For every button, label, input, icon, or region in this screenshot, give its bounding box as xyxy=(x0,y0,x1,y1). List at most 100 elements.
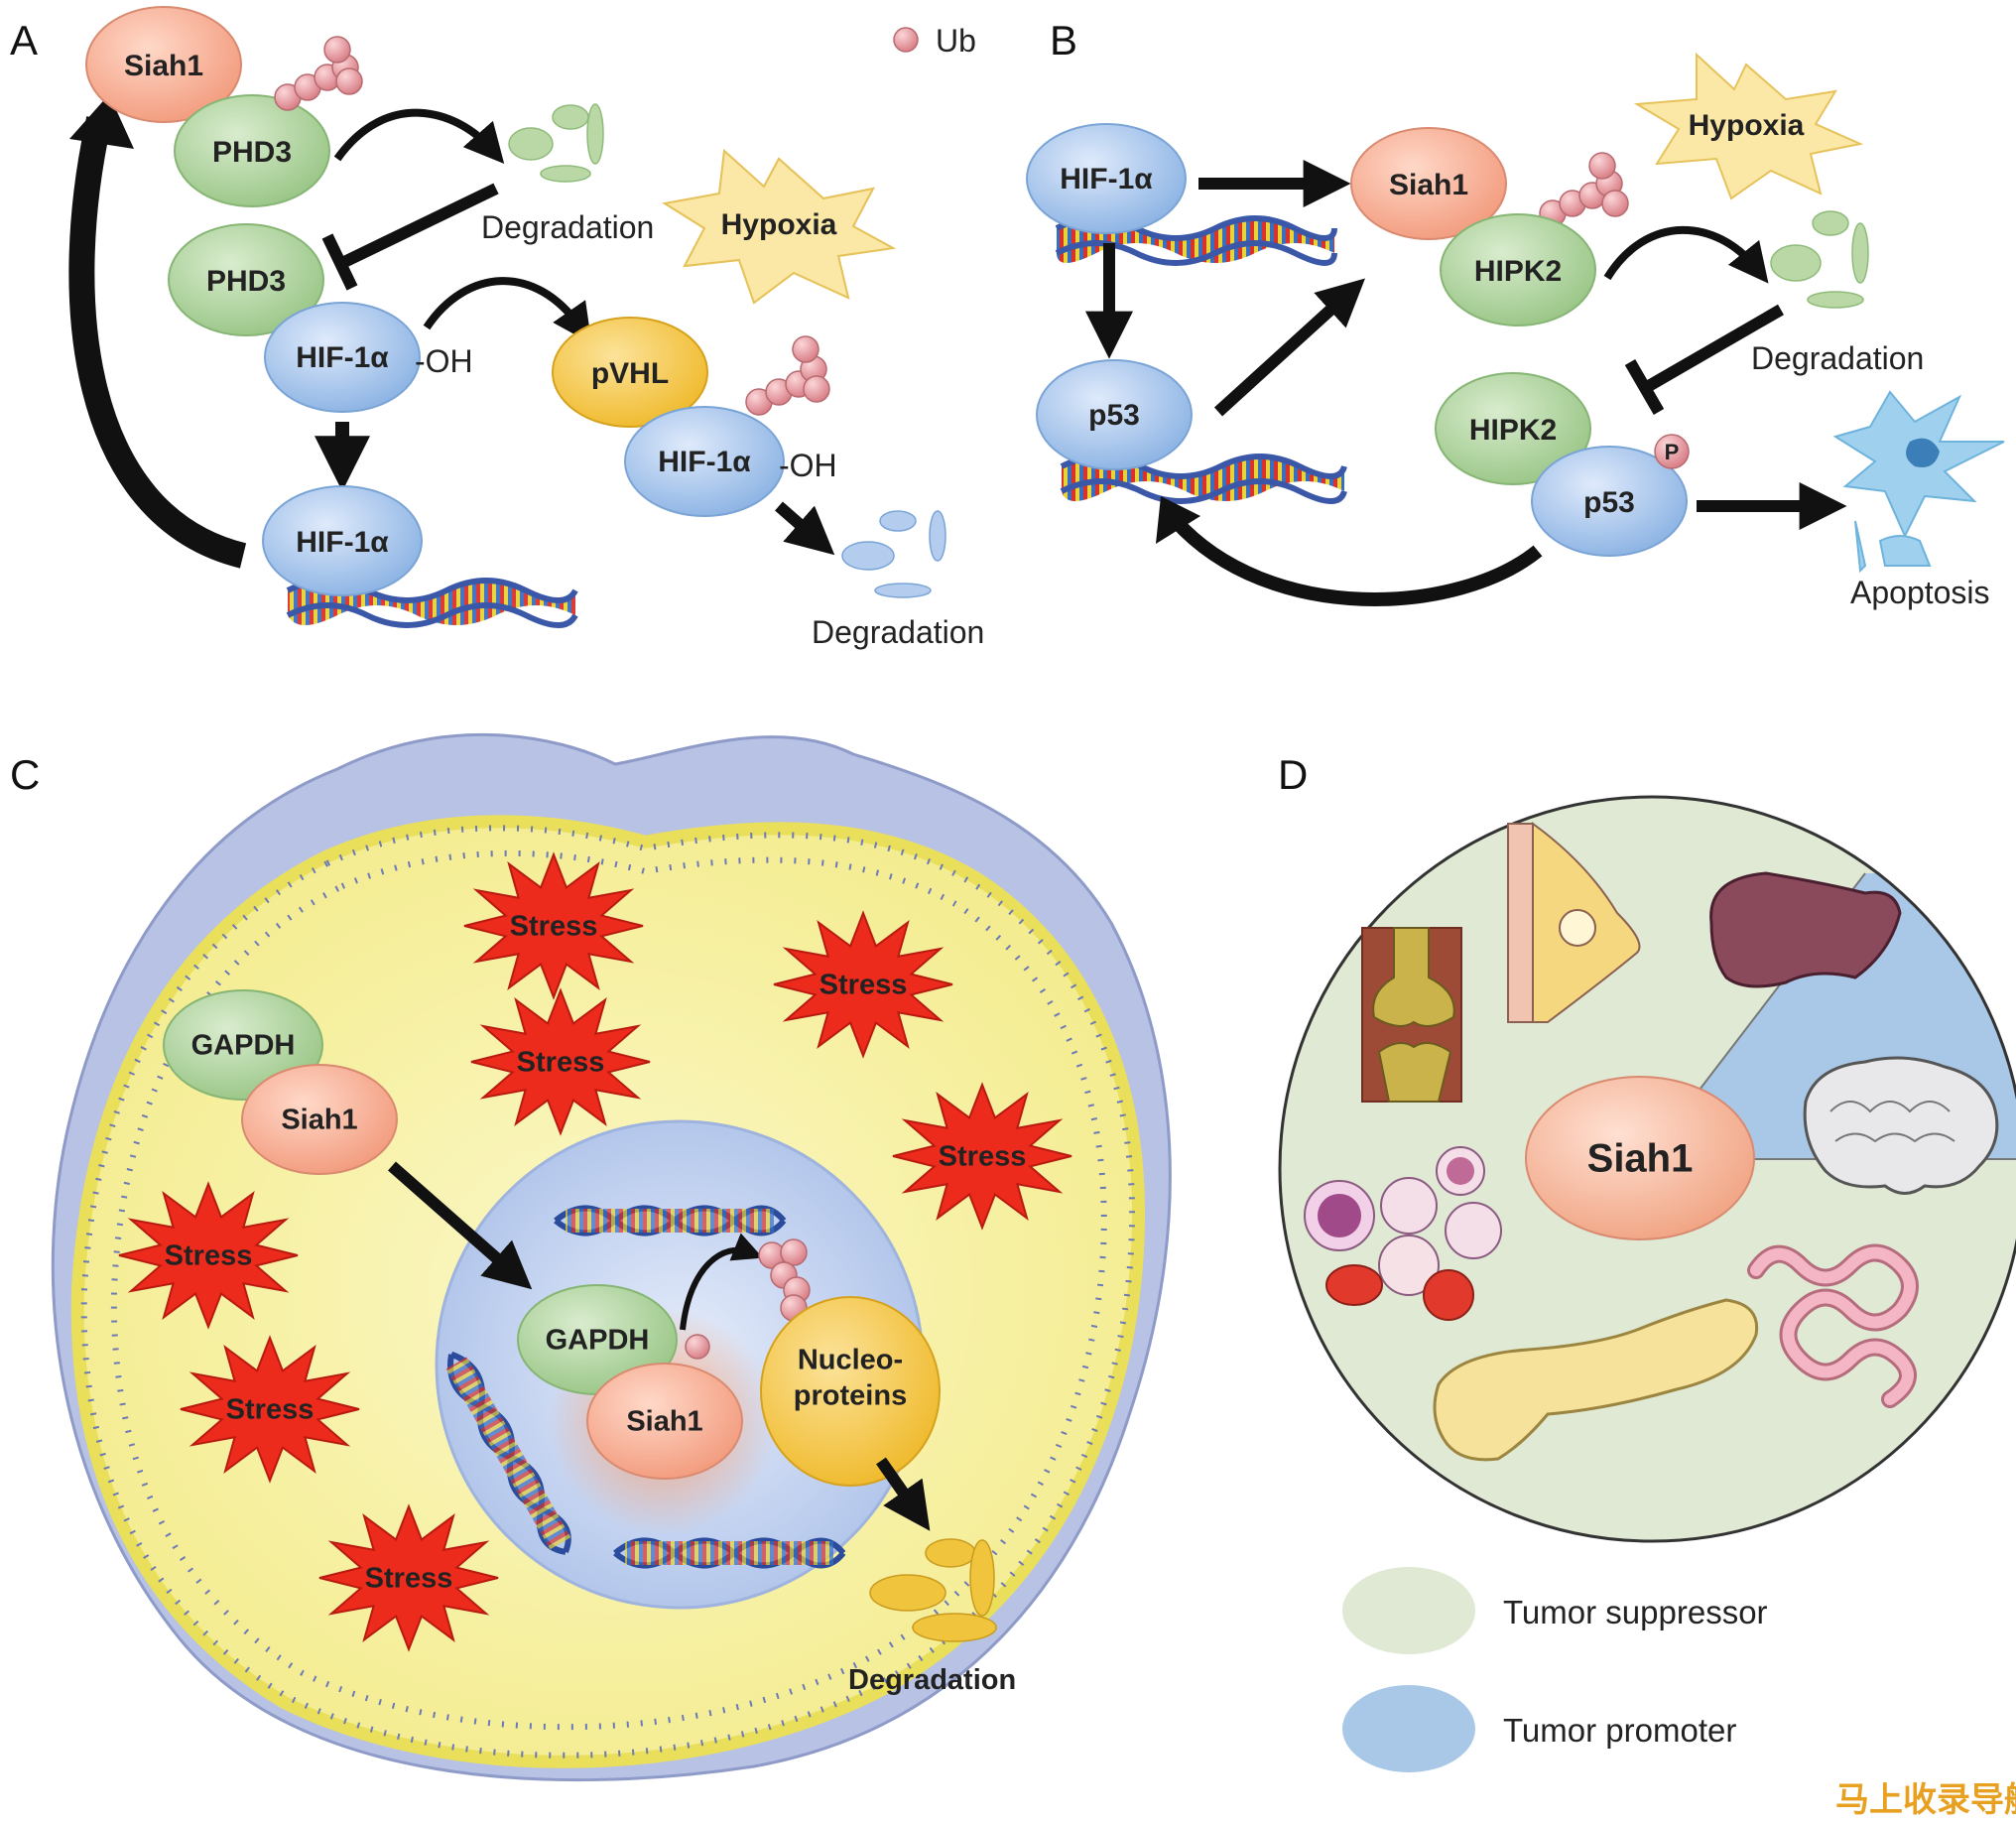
degradation-fragments-c xyxy=(869,1538,997,1642)
gapdh-label-cyto: GAPDH xyxy=(191,1030,296,1062)
curved-arrow-b-head xyxy=(1156,496,1200,544)
legend-swatch-suppressor xyxy=(1342,1567,1475,1654)
stress-star xyxy=(892,1082,1072,1231)
legend-swatch-promoter xyxy=(1342,1685,1475,1772)
p53-label-right: p53 xyxy=(1583,486,1635,519)
panel-b-letter: B xyxy=(1050,17,1077,64)
siah1-label-a: Siah1 xyxy=(124,50,203,82)
degradation-label-a-bottom: Degradation xyxy=(812,614,984,650)
nucleoproteins-label-line1: Nucleo- xyxy=(798,1345,903,1376)
siah1-protein-nuc xyxy=(586,1363,743,1480)
dna-helix-nucleus-left xyxy=(445,1351,571,1555)
feedback-arrow xyxy=(68,116,247,569)
feedback-arrow-head xyxy=(69,94,134,149)
phd3-label-mid: PHD3 xyxy=(206,265,286,298)
p53-protein-right xyxy=(1531,446,1688,557)
stress-star xyxy=(118,1181,299,1330)
hif1a-label-bottom: HIF-1α xyxy=(296,526,389,559)
degradation-fragments-b xyxy=(1770,210,1869,309)
watermark: 马上收录导航 xyxy=(1835,1780,2016,1820)
stress-label: Stress xyxy=(510,911,598,943)
gapdh-label-nuc: GAPDH xyxy=(546,1325,650,1357)
nucleoproteins-label-line2: proteins xyxy=(794,1380,907,1412)
hif1a-label-mid: HIF-1α xyxy=(296,341,389,374)
arrow-to-pvhl xyxy=(423,277,592,344)
ub-legend-label: Ub xyxy=(936,23,976,59)
stress-star xyxy=(180,1335,360,1484)
phd3-protein-mid xyxy=(168,223,324,336)
degradation-label-c: Degradation xyxy=(848,1664,1016,1696)
inhibition-bar-a xyxy=(321,233,358,291)
stress-label: Stress xyxy=(165,1240,253,1272)
legend: Tumor suppressor Tumor promoter xyxy=(1342,1567,1768,1772)
hipk2-label-bottom: HIPK2 xyxy=(1469,414,1557,447)
hipk2-protein-bottom xyxy=(1435,372,1591,485)
phd3-label-top: PHD3 xyxy=(212,136,292,169)
panel-c-letter: C xyxy=(10,751,40,798)
hipk2-protein-top xyxy=(1440,213,1596,326)
hif1a-label-right: HIF-1α xyxy=(658,446,751,478)
inhibition-bar-b xyxy=(1624,358,1665,416)
brain-icon xyxy=(1803,1056,1999,1195)
stress-label: Stress xyxy=(517,1047,605,1079)
hif1a-label-b: HIF-1α xyxy=(1060,163,1153,195)
hypoxia-star-b xyxy=(1633,52,1864,200)
degrade-arrow-c xyxy=(876,1457,931,1531)
legend-label-promoter: Tumor promoter xyxy=(1503,1712,1736,1749)
panel-b: B Hypoxia HIF-1α Siah1 HIPK2 Degradation xyxy=(1026,17,2005,610)
inhibition-line-a xyxy=(339,183,499,269)
siah1-label-nuc: Siah1 xyxy=(626,1406,702,1438)
siah1-protein-cyto xyxy=(241,1064,398,1175)
legend-label-suppressor: Tumor suppressor xyxy=(1503,1594,1768,1630)
stress-label: Stress xyxy=(365,1563,453,1595)
stress-star xyxy=(773,910,953,1059)
bone-icon xyxy=(1361,927,1462,1103)
panel-a-letter: A xyxy=(10,17,38,64)
stress-stars: StressStressStressStressStressStressStre… xyxy=(118,851,1072,1652)
hif1a-protein-mid xyxy=(264,302,421,413)
apoptosis-label: Apoptosis xyxy=(1850,575,1990,610)
pvhl-protein xyxy=(552,317,708,428)
degrade-arrow-a-right xyxy=(775,501,835,556)
phospho-icon xyxy=(1654,434,1690,469)
siah1-center xyxy=(1525,1076,1755,1240)
organ-circle-border xyxy=(1278,795,2016,1543)
degradation-label-a-top: Degradation xyxy=(481,209,654,245)
hypoxia-star-a-fill xyxy=(662,148,897,305)
dna-helix-nucleus-bottom xyxy=(613,1537,846,1569)
curved-arrow-b xyxy=(1170,516,1543,606)
stress-label: Stress xyxy=(226,1394,315,1426)
ub-legend-icon xyxy=(893,27,919,53)
dna-helix-nucleus-top xyxy=(554,1205,787,1237)
degradation-fragments-a-top xyxy=(508,103,604,183)
stress-label: Stress xyxy=(939,1141,1027,1173)
phd3-protein-top xyxy=(174,94,330,207)
pvhl-label: pVHL xyxy=(591,357,669,390)
ub-chain-a-top xyxy=(274,36,363,111)
hif1a-protein-right xyxy=(624,406,785,517)
oh-label-mid: -OH xyxy=(415,343,473,379)
apoptotic-cell-icon xyxy=(1832,390,2005,574)
degradation-label-b: Degradation xyxy=(1751,340,1924,376)
ub-chain-b xyxy=(1539,152,1629,227)
hif1a-protein-b xyxy=(1026,123,1187,234)
oh-label-right: -OH xyxy=(779,448,837,483)
siah1-protein-b xyxy=(1350,127,1507,240)
panel-a: A Ub Siah1 PHD3 Degradation Hypoxia xyxy=(10,6,984,650)
p53-protein-left xyxy=(1036,359,1193,470)
phospho-label: P xyxy=(1665,440,1680,464)
ub-single-nucleus xyxy=(685,1334,710,1360)
panel-d-letter: D xyxy=(1278,751,1308,798)
liver-icon xyxy=(1709,871,1902,988)
arrow-into-nucleus xyxy=(388,1161,533,1290)
degrade-arrow-b xyxy=(1603,225,1769,284)
ub-transfer-arrow xyxy=(680,1233,763,1331)
arrow-p53-to-siah1 xyxy=(1213,278,1365,417)
panel-c: C StressStressStressStressStressStressSt… xyxy=(10,732,1172,1782)
hipk2-label-top: HIPK2 xyxy=(1474,255,1562,288)
degrade-arrow-a-top xyxy=(333,108,505,165)
siah1-center-label: Siah1 xyxy=(1587,1137,1694,1181)
siah1-label-b: Siah1 xyxy=(1389,169,1468,201)
siah1-protein-a xyxy=(85,6,242,123)
